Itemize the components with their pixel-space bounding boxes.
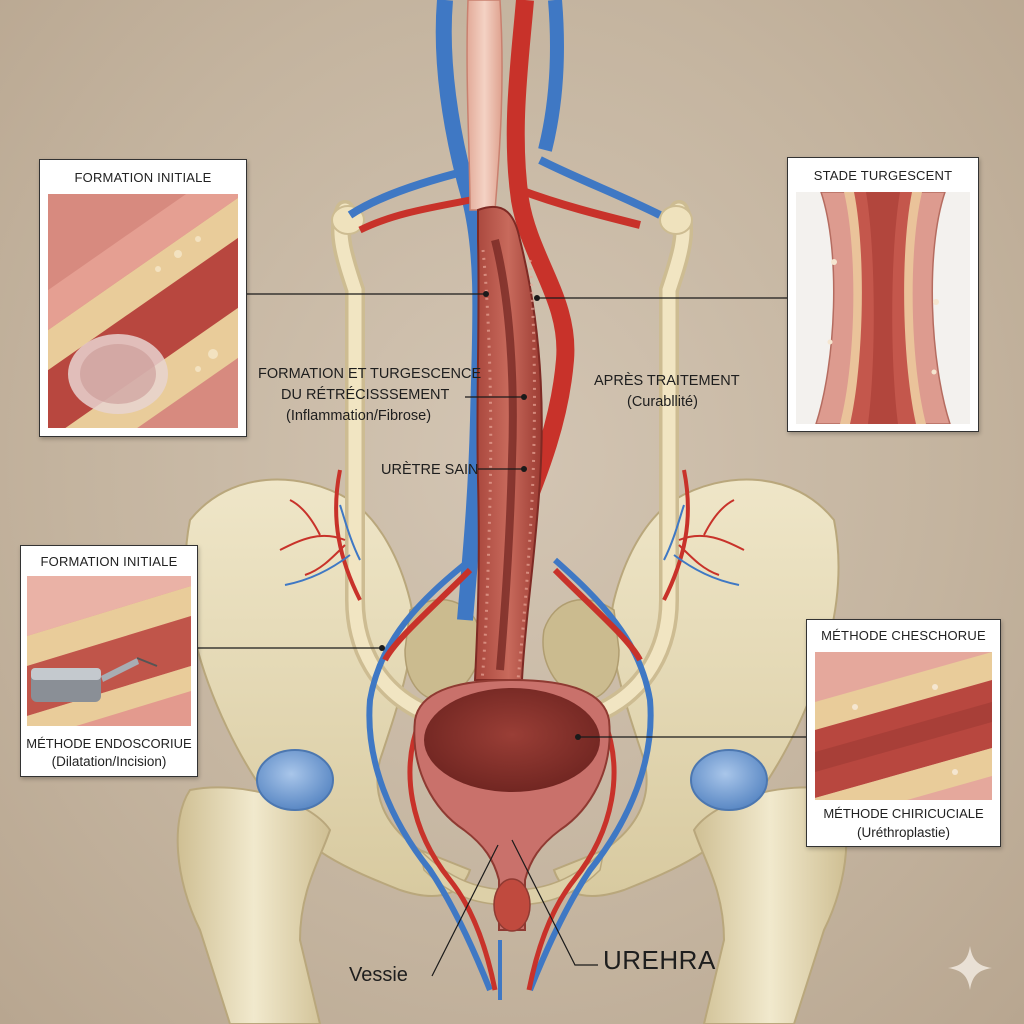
label-formation-line1: FORMATION ET TURGESCENCE — [258, 366, 482, 382]
panel-title: MÉTHODE CHESCHORUE — [821, 628, 986, 643]
label-curabilite: (Curabllité) — [627, 394, 698, 410]
panel-methode-chirurgicale: MÉTHODE CHESCHORUE MÉTHODE CHIRICUCIALE … — [806, 619, 1001, 847]
urethroplasty-image — [815, 652, 992, 800]
panel-title: STADE TURGESCENT — [813, 168, 953, 183]
label-apres-traitement: APRÈS TRAITEMENT — [594, 373, 740, 389]
panel-title: FORMATION INITIALE — [40, 554, 178, 569]
sparkle-icon — [948, 946, 992, 990]
label-uretre-sain: URÈTRE SAIN — [381, 462, 479, 478]
label-urehra: UREHRA — [603, 945, 716, 975]
panel-title: FORMATION INITIALE — [74, 170, 212, 185]
endoscope-image — [27, 576, 191, 726]
label-formation-line3: (Inflammation/Fibrose) — [286, 408, 432, 424]
central-tube — [466, 0, 503, 211]
urethra-tube — [473, 205, 543, 681]
panel-stade-turgescent: STADE TURGESCENT — [787, 157, 979, 432]
panel-formation-initiale-top: FORMATION INITIALE — [39, 159, 247, 437]
panel-caption-method: MÉTHODE ENDOSCORIUE — [26, 736, 192, 751]
panel-caption-method: MÉTHODE CHIRICUCIALE — [823, 806, 984, 821]
panel-formation-initiale-endoscopic: FORMATION INITIALE MÉTHODE ENDOSCORIUE (… — [20, 545, 198, 777]
label-vessie: Vessie — [349, 964, 408, 986]
turgescent-tube-image — [796, 192, 970, 424]
bladder — [413, 678, 611, 932]
ureter-tubes — [330, 200, 694, 720]
label-formation-line2: DU RÉTRÉCISSSEMENT — [281, 387, 450, 403]
panel-caption-detail: (Uréthroplastie) — [856, 825, 951, 840]
leader-lines — [198, 293, 806, 977]
vessel-closeup-image — [48, 194, 238, 428]
leader-dots — [379, 291, 581, 740]
vessel-branches — [279, 499, 745, 586]
panel-caption-detail: (Dilatation/Incision) — [51, 754, 167, 769]
